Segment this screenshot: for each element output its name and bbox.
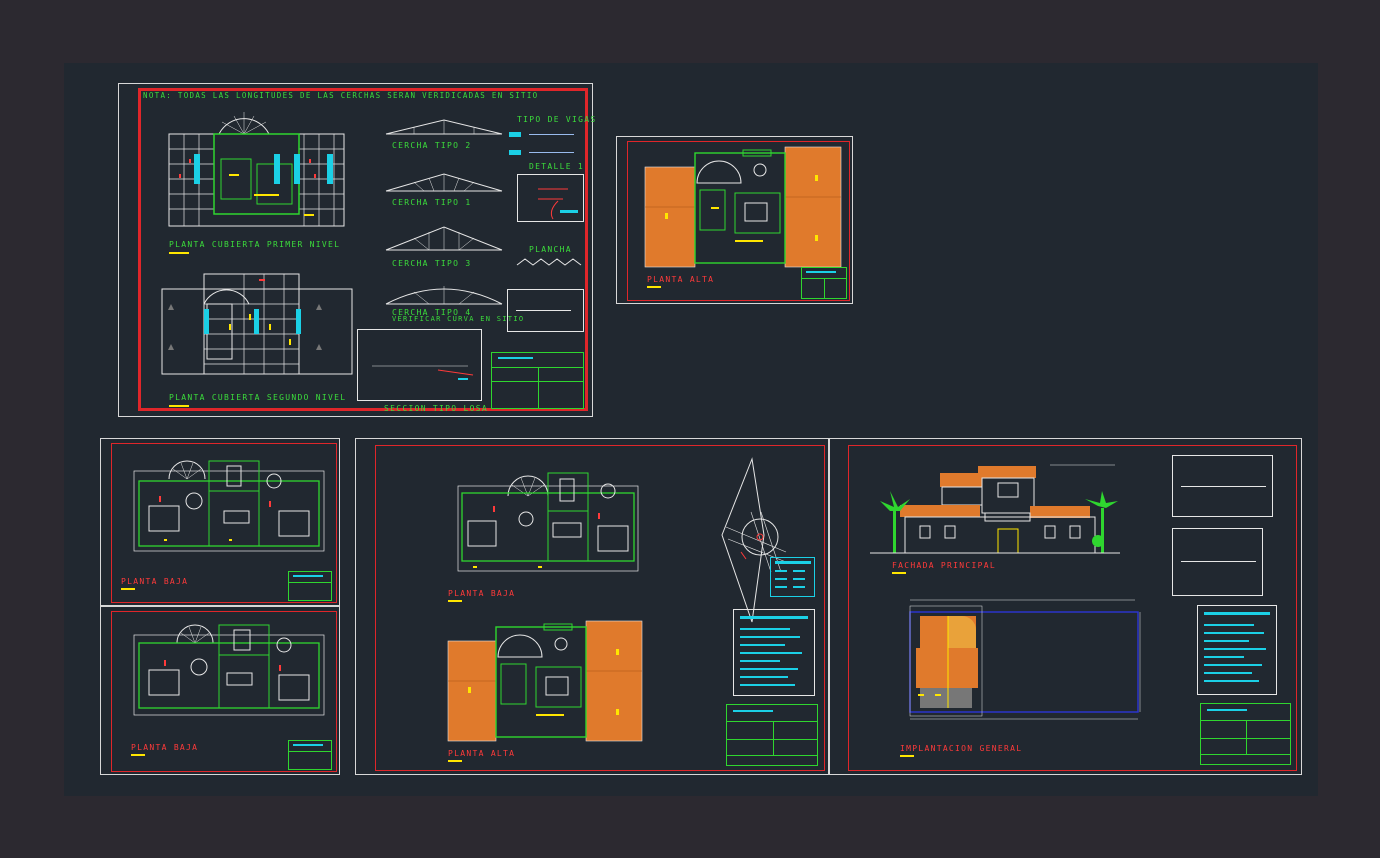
title-underline — [900, 755, 914, 757]
note-box — [507, 289, 584, 332]
viga-legend-line — [529, 152, 574, 153]
cercha-tipo-4-drawing — [385, 286, 503, 305]
planta-alta-label: PLANTA ALTA — [448, 749, 516, 758]
cercha-tipo-3-drawing — [385, 226, 503, 251]
title-block — [801, 267, 847, 299]
sheet-frame — [627, 141, 850, 301]
title-underline — [169, 405, 189, 407]
note-box — [1172, 455, 1273, 517]
cercha-tipo-4-sub: VERIFICAR CURVA EN SITIO — [392, 315, 525, 323]
sheet-planta-alta[interactable]: PLANTA ALTA — [616, 136, 853, 304]
plancha-label: PLANCHA — [529, 245, 572, 254]
roof-plan-first-level — [168, 112, 345, 227]
sheet-frame — [111, 611, 337, 772]
sheet-fachada-implantacion[interactable]: FACHADA PRINCIPAL IMPLANTACION GENERAL — [829, 438, 1302, 775]
planta-baja-plan — [133, 624, 325, 716]
planta-baja-label: PLANTA BAJA — [131, 743, 199, 752]
north-arrow-location — [721, 457, 787, 623]
sheet-plantas[interactable]: PLANTA BAJA PLANTA ALTA — [355, 438, 829, 775]
tipo-vigas-label: TIPO DE VIGAS — [517, 115, 597, 124]
fachada-principal-drawing — [870, 464, 1120, 554]
sheet-cubiertas[interactable]: NOTA: TODAS LAS LONGITUDES DE LAS CERCHA… — [118, 83, 595, 417]
title-underline — [647, 286, 661, 288]
seccion-tipo-losa-label: SECCION TIPO LOSA — [384, 404, 488, 413]
planta-alta-plan — [447, 620, 643, 742]
planta-cubierta-primer-label: PLANTA CUBIERTA PRIMER NIVEL — [169, 240, 341, 249]
sheet-frame — [111, 443, 337, 603]
title-block — [288, 740, 332, 770]
title-underline — [169, 252, 189, 254]
notes-table — [1197, 605, 1277, 695]
planta-baja-plan — [133, 460, 325, 552]
title-block — [288, 571, 332, 601]
planta-alta-plan — [644, 146, 842, 268]
planta-baja-plan — [457, 472, 639, 572]
cercha-tipo-4-label: CERCHA TIPO 4 — [392, 308, 472, 317]
sheet-planta-baja-b[interactable]: PLANTA BAJA — [100, 606, 340, 775]
sheet-planta-baja-a[interactable]: PLANTA BAJA — [100, 438, 340, 606]
sheet-frame — [138, 88, 588, 411]
title-block — [491, 352, 584, 409]
roof-plan-second-level — [161, 273, 353, 375]
sheet-frame — [375, 445, 825, 771]
title-block — [1200, 703, 1291, 765]
cad-model-space[interactable]: NOTA: TODAS LAS LONGITUDES DE LAS CERCHA… — [64, 63, 1318, 796]
title-underline — [448, 600, 462, 602]
plancha-profile — [516, 258, 582, 266]
planta-cubierta-segundo-label: PLANTA CUBIERTA SEGUNDO NIVEL — [169, 393, 347, 402]
cercha-tipo-2-label: CERCHA TIPO 2 — [392, 141, 472, 150]
viga-legend-line — [529, 134, 574, 135]
note-box — [1172, 528, 1263, 596]
implantacion-general-drawing — [909, 599, 1141, 720]
planta-baja-label: PLANTA BAJA — [121, 577, 189, 586]
viga-legend-swatch — [509, 132, 521, 137]
title-underline — [121, 588, 135, 590]
detalle-label: DETALLE 1 — [529, 162, 585, 171]
title-underline — [892, 572, 906, 574]
planta-alta-label: PLANTA ALTA — [647, 275, 715, 284]
title-underline — [448, 760, 462, 762]
fachada-principal-label: FACHADA PRINCIPAL — [892, 561, 996, 570]
seccion-losa-box — [357, 329, 482, 401]
note-text: NOTA: TODAS LAS LONGITUDES DE LAS CERCHA… — [143, 91, 539, 100]
cercha-tipo-1-label: CERCHA TIPO 1 — [392, 198, 472, 207]
title-block — [726, 704, 818, 766]
notes-table — [733, 609, 815, 696]
sheet-frame — [848, 445, 1297, 771]
title-underline — [131, 754, 145, 756]
planta-baja-label: PLANTA BAJA — [448, 589, 516, 598]
detalle-box — [517, 174, 584, 222]
viga-legend-swatch — [509, 150, 521, 155]
implantacion-general-label: IMPLANTACION GENERAL — [900, 744, 1023, 753]
cercha-tipo-2-drawing — [385, 119, 503, 135]
legend-box — [770, 557, 815, 597]
cercha-tipo-3-label: CERCHA TIPO 3 — [392, 259, 472, 268]
cercha-tipo-1-drawing — [385, 173, 503, 192]
